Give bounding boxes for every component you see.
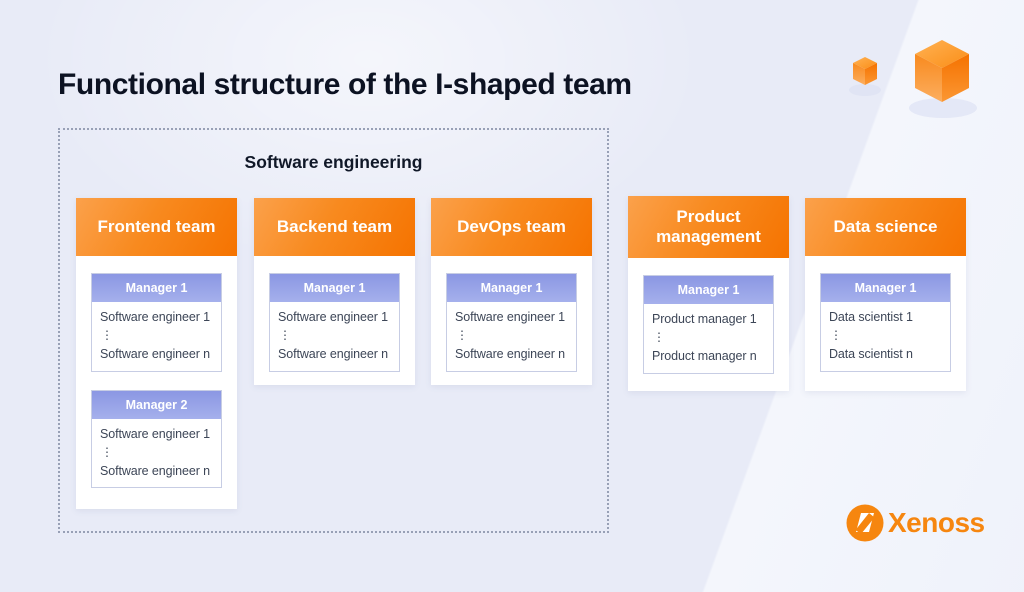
member-list: Product manager 1 ⋮ Product manager n [644, 304, 773, 373]
member-list: Software engineer 1 ⋮ Software engineer … [270, 302, 399, 371]
ellipsis: ⋮ [456, 328, 468, 343]
manager-card: Manager 1 Software engineer 1 ⋮ Software… [446, 273, 577, 372]
xenoss-logo: Xenoss [846, 504, 985, 542]
team-body: Manager 1 Software engineer 1 ⋮ Software… [431, 256, 592, 372]
team-title: Backend team [276, 216, 393, 236]
team-title: DevOps team [457, 216, 566, 236]
manager-card: Manager 1 Software engineer 1 ⋮ Software… [269, 273, 400, 372]
team-body: Manager 1 Software engineer 1 ⋮ Software… [254, 256, 415, 372]
team-body: Manager 1 Product manager 1 ⋮ Product ma… [628, 258, 789, 374]
cube-shadow-small [849, 84, 881, 96]
column-product-management: Product management Manager 1 Product man… [628, 196, 789, 391]
team-title: Frontend team [97, 216, 216, 236]
team-header-product: Product management [628, 196, 789, 258]
ellipsis: ⋮ [101, 444, 113, 459]
manager-card: Manager 2 Software engineer 1 ⋮ Software… [91, 389, 222, 488]
ellipsis: ⋮ [101, 328, 113, 343]
team-body: Manager 1 Software engineer 1 ⋮ Software… [76, 256, 237, 488]
member-last: Data scientist n [829, 347, 913, 362]
column-frontend-team: Frontend team Manager 1 Software enginee… [76, 198, 237, 509]
member-list: Data scientist 1 ⋮ Data scientist n [821, 302, 950, 371]
group-label: Software engineering [244, 152, 423, 172]
member-first: Software engineer 1 [100, 426, 210, 441]
xenoss-logo-mark-icon [846, 504, 884, 542]
member-first: Data scientist 1 [829, 310, 913, 324]
manager-label: Manager 1 [447, 274, 576, 302]
team-header-frontend: Frontend team [76, 198, 237, 256]
column-data-science: Data science Manager 1 Data scientist 1 … [805, 198, 966, 391]
cube-large-icon [915, 40, 969, 102]
member-first: Product manager 1 [652, 312, 757, 326]
column-backend-team: Backend team Manager 1 Software engineer… [254, 198, 415, 385]
member-list: Software engineer 1 ⋮ Software engineer … [92, 302, 221, 371]
cube-shadow [909, 98, 977, 118]
team-body: Manager 1 Data scientist 1 ⋮ Data scient… [805, 256, 966, 372]
member-first: Software engineer 1 [278, 310, 388, 324]
software-engineering-group-box: Software engineering [58, 128, 609, 533]
column-devops-team: DevOps team Manager 1 Software engineer … [431, 198, 592, 385]
member-first: Software engineer 1 [455, 310, 565, 324]
ellipsis: ⋮ [279, 328, 291, 343]
logo-text: Xenoss [888, 507, 985, 538]
ellipsis: ⋮ [830, 328, 842, 343]
member-first: Software engineer 1 [100, 310, 210, 324]
manager-label: Manager 1 [821, 274, 950, 302]
page-title: Functional structure of the I-shaped tea… [58, 68, 632, 102]
team-header-devops: DevOps team [431, 198, 592, 256]
team-header-data-science: Data science [805, 198, 966, 256]
team-title: Data science [833, 216, 938, 236]
manager-label: Manager 1 [92, 274, 221, 302]
member-last: Product manager n [652, 349, 757, 364]
manager-card: Manager 1 Data scientist 1 ⋮ Data scient… [820, 273, 951, 372]
manager-label: Manager 2 [92, 390, 221, 419]
manager-card: Manager 1 Software engineer 1 ⋮ Software… [91, 273, 222, 372]
member-last: Software engineer n [100, 347, 210, 362]
cube-icons [849, 40, 977, 118]
member-last: Software engineer n [455, 347, 565, 362]
decoration-cubes [835, 28, 985, 123]
manager-label: Manager 1 [644, 276, 773, 304]
member-last: Software engineer n [100, 463, 210, 478]
member-list: Software engineer 1 ⋮ Software engineer … [447, 302, 576, 371]
team-header-backend: Backend team [254, 198, 415, 256]
ellipsis: ⋮ [653, 330, 665, 345]
cube-small-icon [853, 57, 877, 85]
manager-label: Manager 1 [270, 274, 399, 302]
member-last: Software engineer n [278, 347, 388, 362]
member-list: Software engineer 1 ⋮ Software engineer … [92, 419, 221, 488]
manager-card: Manager 1 Product manager 1 ⋮ Product ma… [643, 275, 774, 374]
team-title: Product management [656, 206, 761, 246]
